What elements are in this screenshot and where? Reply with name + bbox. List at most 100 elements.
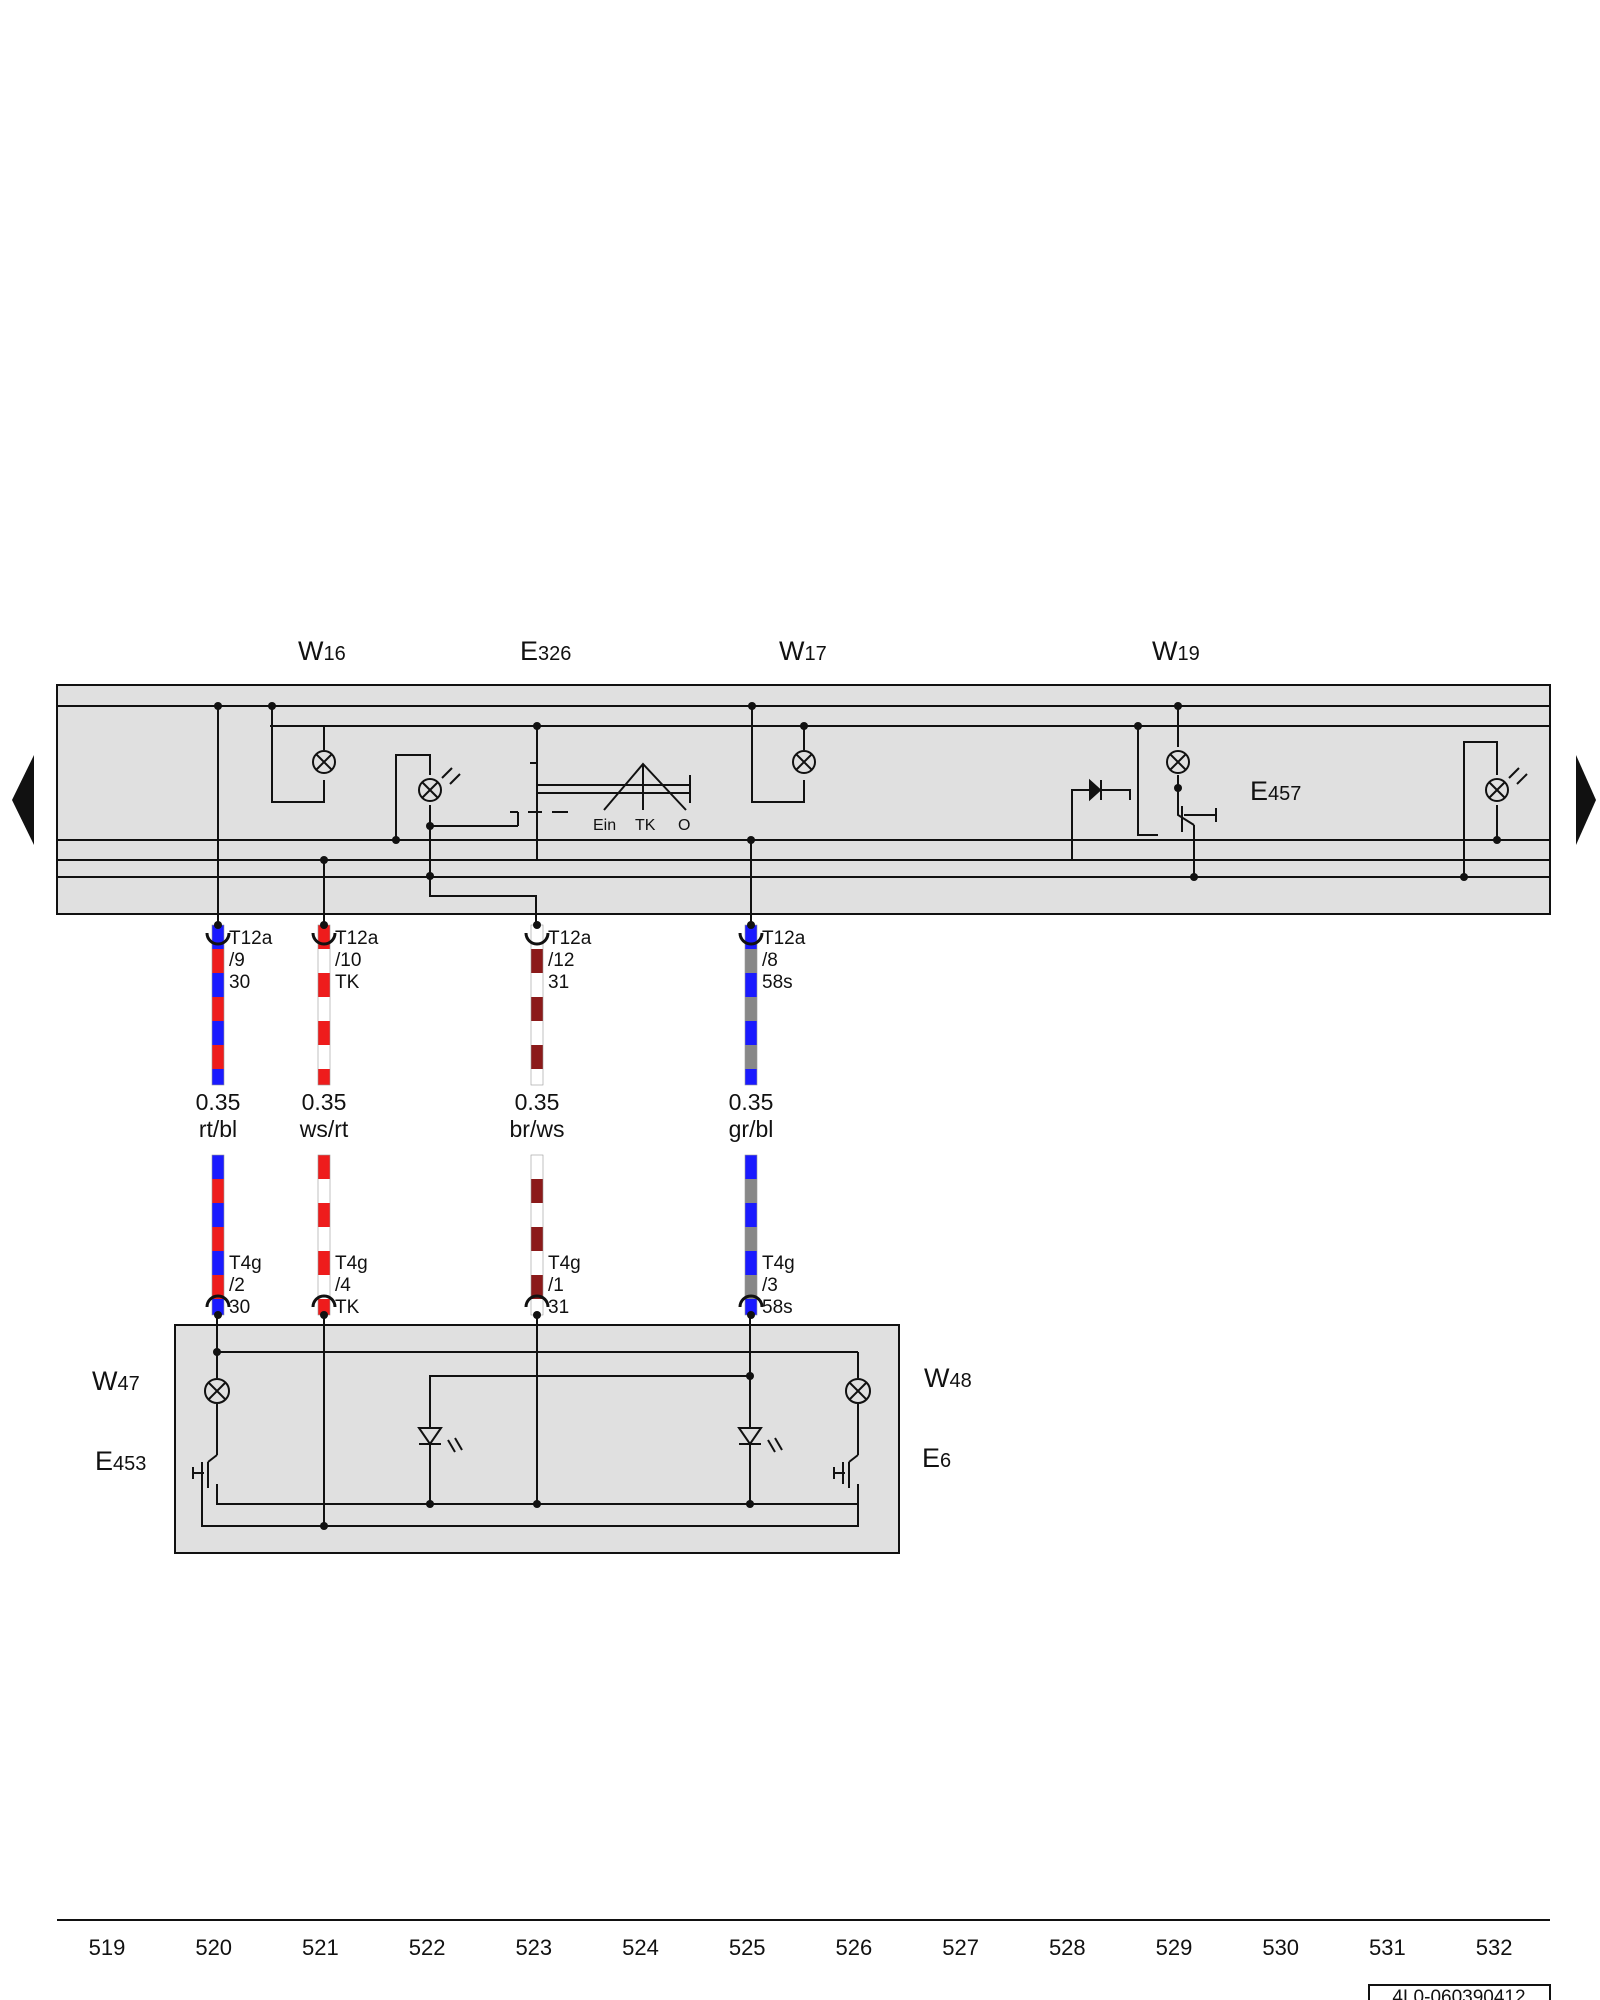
connector-cup-icon xyxy=(311,1294,337,1308)
diode-icon xyxy=(1089,778,1102,802)
wire-code-3: br/ws xyxy=(510,1116,565,1142)
connector-cup-icon xyxy=(524,1294,550,1308)
wire-1-stripe xyxy=(212,1155,224,1179)
wire-2-stripe xyxy=(318,1021,330,1045)
wire-2-stripe xyxy=(318,1155,330,1179)
label-e326: E326 xyxy=(520,636,571,666)
wire-2-stripe xyxy=(318,949,330,973)
label-e453: E453 xyxy=(95,1446,146,1476)
wire-4-stripe xyxy=(745,1155,757,1179)
grid-number: 529 xyxy=(1156,1935,1193,1960)
wire-1-stripe xyxy=(212,997,224,1021)
conn-bot-2-b: /4 xyxy=(335,1275,351,1296)
conn-bot-1-a: T4g xyxy=(229,1253,262,1274)
conn-bot-2-c: TK xyxy=(335,1297,360,1318)
wire-3-stripe xyxy=(531,1275,543,1299)
upper-junctions xyxy=(214,702,1501,881)
wire-4-stripe xyxy=(745,997,757,1021)
wire-4-stripe xyxy=(745,973,757,997)
wire-3-stripe xyxy=(531,1227,543,1251)
wire-2-stripe xyxy=(318,1299,330,1315)
doc-id: 4L0-060390412 xyxy=(1392,1987,1525,2000)
wire-2-stripe xyxy=(318,1045,330,1069)
grid-number: 531 xyxy=(1369,1935,1406,1960)
grid-number: 532 xyxy=(1476,1935,1513,1960)
label-e6: E6 xyxy=(922,1443,951,1473)
wire-3-stripe xyxy=(531,949,543,973)
wire-3-stripe xyxy=(531,1155,543,1179)
conn-bot-4-c: 58s xyxy=(762,1297,793,1318)
wire-1-stripe xyxy=(212,1299,224,1315)
wire-harness xyxy=(205,921,764,1319)
lamp-w48-icon xyxy=(845,1378,871,1404)
conn-top-4-c: 58s xyxy=(762,972,793,993)
wire-4-stripe xyxy=(745,1227,757,1251)
switch-pos-tk: TK xyxy=(635,817,656,834)
wire-4-stripe xyxy=(745,1275,757,1299)
wire-2-stripe xyxy=(318,997,330,1021)
grid-number: 522 xyxy=(409,1935,446,1960)
grid-number: 528 xyxy=(1049,1935,1086,1960)
conn-top-2-b: /10 xyxy=(335,950,361,971)
wire-2-stripe xyxy=(318,1179,330,1203)
wire-4-stripe xyxy=(745,1045,757,1069)
wire-2-stripe xyxy=(318,1251,330,1275)
nav-arrow-right-icon[interactable] xyxy=(1576,755,1596,845)
wire-3-stripe xyxy=(531,1299,543,1315)
wire-4-stripe xyxy=(745,1021,757,1045)
label-w17: W17 xyxy=(779,636,827,666)
connector-cup-icon xyxy=(311,932,337,946)
wire-4-stripe xyxy=(745,1299,757,1315)
conn-bot-1-c: 30 xyxy=(229,1297,250,1318)
conn-bot-4-a: T4g xyxy=(762,1253,795,1274)
doc-id-box xyxy=(1368,1984,1551,2000)
label-w48: W48 xyxy=(924,1363,972,1393)
switch-pos-ein: Ein xyxy=(593,817,616,834)
conn-top-1-b: /9 xyxy=(229,950,245,971)
label-w47: W47 xyxy=(92,1366,140,1396)
conn-bot-3-c: 31 xyxy=(548,1297,569,1318)
wire-size-3: 0.35 xyxy=(515,1089,560,1115)
wire-2-stripe xyxy=(318,1069,330,1085)
connector-pin xyxy=(747,1311,755,1319)
wire-1-stripe xyxy=(212,1203,224,1227)
wire-size-1: 0.35 xyxy=(196,1089,241,1115)
connector-cup-icon xyxy=(205,932,231,946)
lamp-w19-icon xyxy=(1166,750,1190,774)
nav-arrow-left-icon[interactable] xyxy=(12,755,34,845)
conn-top-3-a: T12a xyxy=(548,928,592,949)
wire-2-stripe xyxy=(318,1275,330,1299)
wire-1-stripe xyxy=(212,973,224,997)
wire-3-stripe xyxy=(531,1179,543,1203)
connector-cup-icon xyxy=(738,932,764,946)
grid-number: 519 xyxy=(89,1935,126,1960)
connector-cup-icon xyxy=(205,1294,231,1308)
wire-4-stripe xyxy=(745,1203,757,1227)
connector-pin xyxy=(214,921,222,929)
wire-3-stripe xyxy=(531,1069,543,1085)
wire-3-stripe xyxy=(531,997,543,1021)
wire-code-4: gr/bl xyxy=(729,1116,774,1142)
wire-1-stripe xyxy=(212,1021,224,1045)
grid-number: 530 xyxy=(1262,1935,1299,1960)
wire-size-2: 0.35 xyxy=(302,1089,347,1115)
lower-junctions xyxy=(213,1348,754,1530)
lamp-w16-icon xyxy=(312,750,336,774)
wire-3-stripe xyxy=(531,1203,543,1227)
switch-pos-o: O xyxy=(678,817,690,834)
lower-module-wiring xyxy=(192,1315,859,1527)
lamp-w17-icon xyxy=(792,750,816,774)
label-w19: W19 xyxy=(1152,636,1200,666)
wire-1-stripe xyxy=(212,949,224,973)
connector-pin xyxy=(533,1311,541,1319)
connector-pin xyxy=(747,921,755,929)
conn-top-4-b: /8 xyxy=(762,950,778,971)
conn-top-2-a: T12a xyxy=(335,928,379,949)
bottom-connector-labels: T4g /2 30 T4g /4 TK T4g /1 31 T4g /3 58s xyxy=(229,1253,795,1318)
wire-3-stripe xyxy=(531,1251,543,1275)
connector-pin xyxy=(320,1311,328,1319)
label-e457: E457 xyxy=(1250,776,1301,806)
wire-1-stripe xyxy=(212,1045,224,1069)
